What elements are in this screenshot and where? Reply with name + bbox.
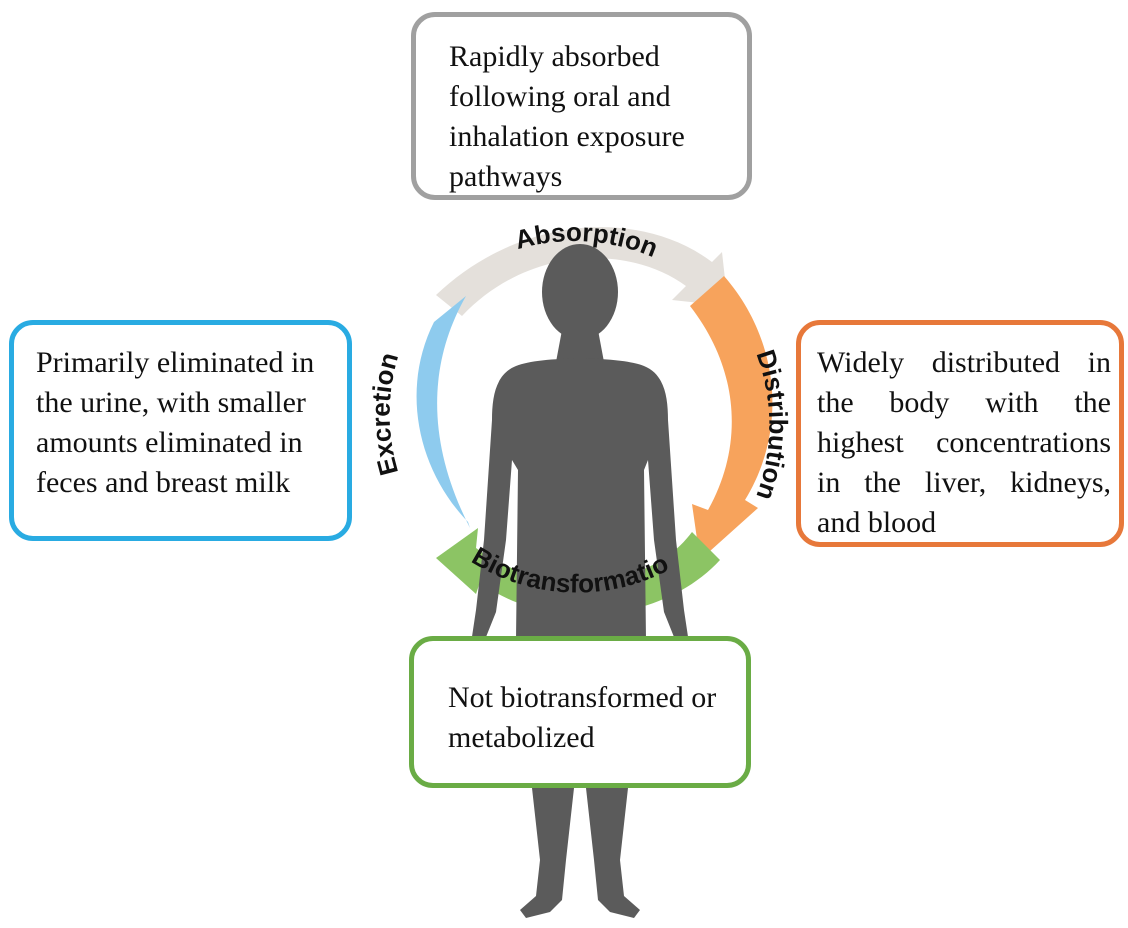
absorption-description-box: Rapidly absorbed following oral and inha… — [411, 12, 752, 200]
distribution-arrow — [690, 276, 773, 560]
absorption-description: Rapidly absorbed following oral and inha… — [449, 40, 685, 193]
excretion-description: Primarily eliminated in the urine, with … — [36, 346, 315, 499]
human-body-silhouette-icon — [470, 244, 690, 918]
absorption-arrow — [436, 227, 728, 316]
distribution-description-box: Widely distributed in the body with the … — [796, 320, 1124, 547]
biotransformation-arrow — [436, 528, 720, 615]
biotransformation-description: Not biotransformed or metabolized — [448, 681, 717, 754]
distribution-description: Widely distributed in the body with the … — [817, 346, 1111, 539]
excretion-label: Excretion — [366, 349, 405, 478]
excretion-description-box: Primarily eliminated in the urine, with … — [9, 320, 352, 541]
excretion-arrow — [416, 296, 470, 528]
biotransformation-description-box: Not biotransformed or metabolized — [409, 636, 751, 788]
